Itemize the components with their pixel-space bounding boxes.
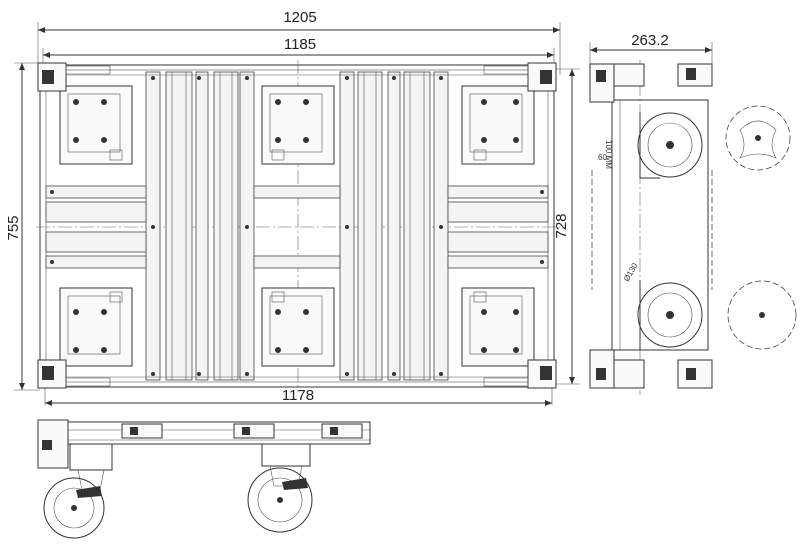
frame-depth-label: 728 <box>553 213 570 238</box>
dimension-overall-width: 1205 <box>37 9 561 75</box>
vertical-rails <box>145 71 449 381</box>
horizontal-rails <box>45 74 549 378</box>
dimension-bottom-width: 1178 <box>44 385 553 406</box>
corner-connectors <box>37 62 557 389</box>
dimension-frame-depth: 728 <box>548 68 580 385</box>
top-view: 1205 1185 755 728 1178 <box>5 9 580 406</box>
marking-label: 100 MM <box>604 140 613 169</box>
frame-outline <box>39 64 555 388</box>
side-view: 263.2 100 MM 60 Ø1 <box>589 32 797 395</box>
frame-width-label: 1185 <box>284 36 316 53</box>
overall-depth-label: 755 <box>5 215 22 240</box>
overall-width-label: 1205 <box>283 9 316 26</box>
dimension-side-width: 263.2 <box>589 32 713 68</box>
caster-plates <box>59 85 535 367</box>
front-view <box>37 419 371 539</box>
side-width-label: 263.2 <box>631 32 669 49</box>
wheel-diameter-label: Ø130 <box>622 261 640 283</box>
dimension-overall-depth: 755 <box>5 62 40 391</box>
caster-height-label: 60 <box>598 153 607 162</box>
bottom-width-label: 1178 <box>282 387 314 404</box>
dimension-frame-width: 1185 <box>42 36 555 75</box>
rail-bolts <box>50 76 544 376</box>
